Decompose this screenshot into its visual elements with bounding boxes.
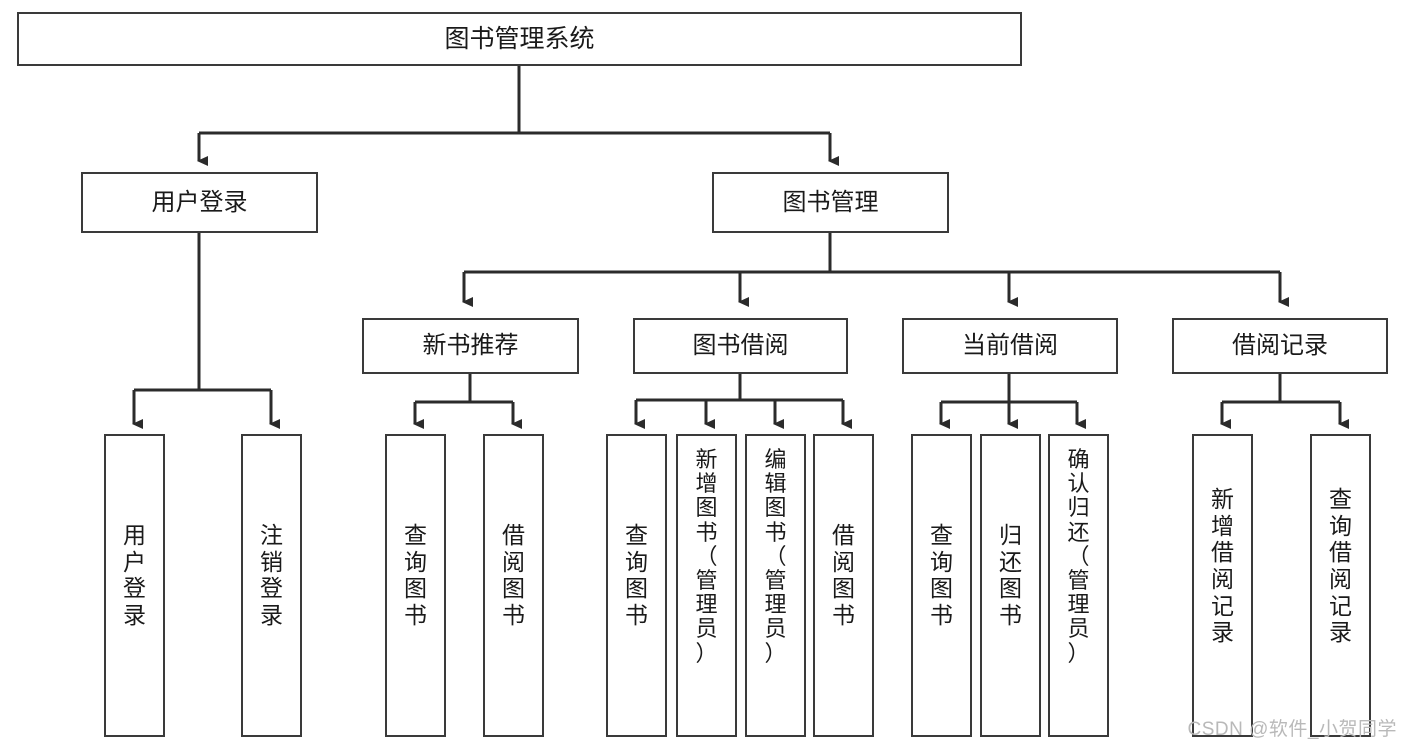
node-root[interactable]: 图书管理系统 xyxy=(17,12,1022,66)
node-leaf-query-book-1-label: 查 询 图 书 xyxy=(404,522,427,629)
node-leaf-query-record-label: 查 询 借 阅 记 录 xyxy=(1329,486,1352,646)
node-leaf-return-book-label: 归 还 图 书 xyxy=(999,522,1022,629)
node-root-label: 图书管理系统 xyxy=(444,24,595,53)
node-book-borrow[interactable]: 图书借阅 xyxy=(633,318,848,374)
node-leaf-edit-book-label: 编 辑 图 书 （ 管 理 员 ） xyxy=(764,447,787,666)
node-leaf-add-record-label: 新 增 借 阅 记 录 xyxy=(1211,486,1234,646)
node-leaf-query-book-3[interactable]: 查 询 图 书 xyxy=(911,434,972,737)
node-leaf-query-book-2-label: 查 询 图 书 xyxy=(625,522,648,629)
node-leaf-logout[interactable]: 注 销 登 录 xyxy=(241,434,302,737)
watermark: CSDN @软件_小贺同学 xyxy=(1187,719,1397,740)
node-current-borrow[interactable]: 当前借阅 xyxy=(902,318,1118,374)
node-leaf-borrow-book-1-label: 借 阅 图 书 xyxy=(502,522,525,629)
node-leaf-return-book[interactable]: 归 还 图 书 xyxy=(980,434,1041,737)
node-leaf-query-record[interactable]: 查 询 借 阅 记 录 xyxy=(1310,434,1371,737)
node-current-borrow-label: 当前借阅 xyxy=(962,332,1058,359)
node-leaf-query-book-2[interactable]: 查 询 图 书 xyxy=(606,434,667,737)
node-leaf-confirm-return[interactable]: 确 认 归 还 （ 管 理 员 ） xyxy=(1048,434,1109,737)
node-leaf-add-book[interactable]: 新 增 图 书 （ 管 理 员 ） xyxy=(676,434,737,737)
node-user-login[interactable]: 用户登录 xyxy=(81,172,318,233)
node-borrow-record-label: 借阅记录 xyxy=(1232,332,1328,359)
node-new-book-recommend-label: 新书推荐 xyxy=(422,332,519,359)
node-leaf-query-book-1[interactable]: 查 询 图 书 xyxy=(385,434,446,737)
node-leaf-borrow-book-1[interactable]: 借 阅 图 书 xyxy=(483,434,544,737)
node-leaf-user-login-label: 用 户 登 录 xyxy=(123,522,146,629)
node-user-login-label: 用户登录 xyxy=(151,188,248,216)
node-leaf-edit-book[interactable]: 编 辑 图 书 （ 管 理 员 ） xyxy=(745,434,806,737)
node-borrow-record[interactable]: 借阅记录 xyxy=(1172,318,1388,374)
node-leaf-confirm-return-label: 确 认 归 还 （ 管 理 员 ） xyxy=(1067,447,1090,666)
node-book-manage[interactable]: 图书管理 xyxy=(712,172,949,233)
node-leaf-borrow-book-2[interactable]: 借 阅 图 书 xyxy=(813,434,874,737)
node-book-borrow-label: 图书借阅 xyxy=(692,332,789,359)
node-leaf-user-login[interactable]: 用 户 登 录 xyxy=(104,434,165,737)
node-leaf-add-book-label: 新 增 图 书 （ 管 理 员 ） xyxy=(695,447,718,666)
node-leaf-add-record[interactable]: 新 增 借 阅 记 录 xyxy=(1192,434,1253,737)
node-leaf-logout-label: 注 销 登 录 xyxy=(260,522,283,629)
node-book-manage-label: 图书管理 xyxy=(782,188,879,216)
node-new-book-recommend[interactable]: 新书推荐 xyxy=(362,318,579,374)
node-leaf-borrow-book-2-label: 借 阅 图 书 xyxy=(832,522,855,629)
node-leaf-query-book-3-label: 查 询 图 书 xyxy=(930,522,953,629)
